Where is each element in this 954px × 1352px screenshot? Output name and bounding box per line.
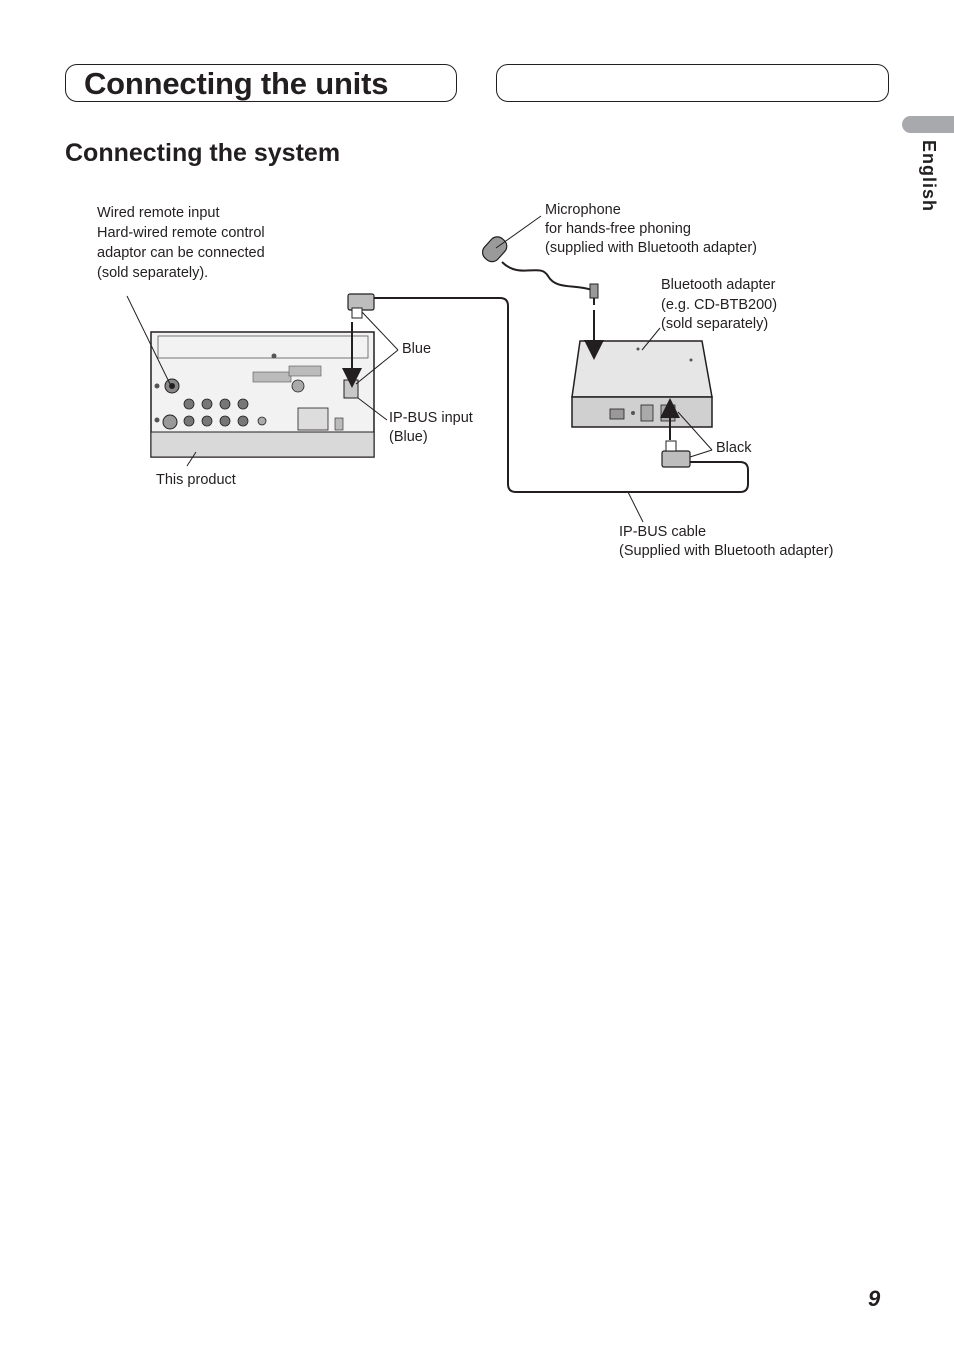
label-wired-remote-line3: adaptor can be connected [97,245,265,261]
bluetooth-adapter-illustration [571,340,713,428]
page-title: Connecting the units [84,66,389,101]
label-bt-adapter-line2: (e.g. CD-BTB200) [661,296,778,313]
label-wired-remote-line4: (sold separately). [97,265,209,281]
label-microphone: Microphone for hands-free phoning (suppl… [545,201,757,258]
label-wired-remote-line1: Wired remote input [97,205,220,221]
head-unit-illustration [150,331,375,458]
label-ip-bus-cable-line2: (Supplied with Bluetooth adapter) [619,543,834,559]
label-black: Black [716,440,752,456]
header-empty-box [496,64,889,102]
label-wired-remote-line2: Hard-wired remote control [97,225,265,241]
page-number: 9 [868,1286,881,1311]
label-this-product: This product [156,472,236,488]
title-box: Connecting the units [65,64,457,102]
section-title: Connecting the system [65,139,341,167]
ip-bus-plug-black [661,450,691,468]
label-ip-bus-input: IP-BUS input (Blue) [389,409,473,447]
microphone-illustration [481,236,599,305]
label-bt-adapter-line1: Bluetooth adapter [661,277,776,293]
label-bt-adapter-line3: (sold separately) [661,316,769,332]
leader-lines [126,215,713,523]
label-ip-bus-cable-line1: IP-BUS cable [619,524,707,540]
language-tab-label: English [919,140,939,213]
label-ip-bus-cable: IP-BUS cable (Supplied with Bluetooth ad… [619,523,833,561]
language-tab-marker [902,116,954,133]
label-blue: Blue [402,341,432,357]
label-bluetooth-adapter: Bluetooth adapter (e.g. CD-BTB200) (sold… [661,276,777,335]
label-microphone-line1: Microphone [545,202,621,218]
label-microphone-line2: for hands-free phoning [545,221,691,237]
label-ip-bus-input-line2: (Blue) [389,429,428,445]
label-wired-remote: Wired remote input Hard-wired remote con… [97,203,265,283]
label-microphone-line3: (supplied with Bluetooth adapter) [545,240,757,256]
label-ip-bus-input-line1: IP-BUS input [389,410,473,426]
